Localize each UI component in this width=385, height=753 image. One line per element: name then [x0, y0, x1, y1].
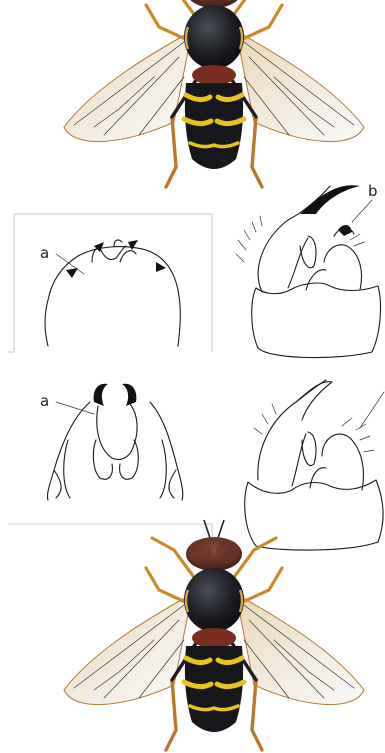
leader-line-b: [352, 200, 372, 222]
leader-line-right-bottom: [360, 392, 384, 428]
diagram-top-left: a: [40, 240, 180, 346]
label-a-bottom: a: [40, 392, 49, 410]
diagram-bottom-right: [245, 380, 384, 550]
panel-frame-top-left: [8, 214, 212, 352]
diagram-bottom-left: a: [40, 384, 183, 500]
label-a-top: a: [40, 244, 49, 262]
hoverfly-illustration-top: [64, 0, 364, 187]
panel-frame-bottom-left: [8, 524, 212, 546]
hoverfly-illustration-bottom: [64, 520, 364, 750]
diagram-top-right: b: [236, 182, 380, 358]
label-b-top: b: [368, 182, 378, 200]
